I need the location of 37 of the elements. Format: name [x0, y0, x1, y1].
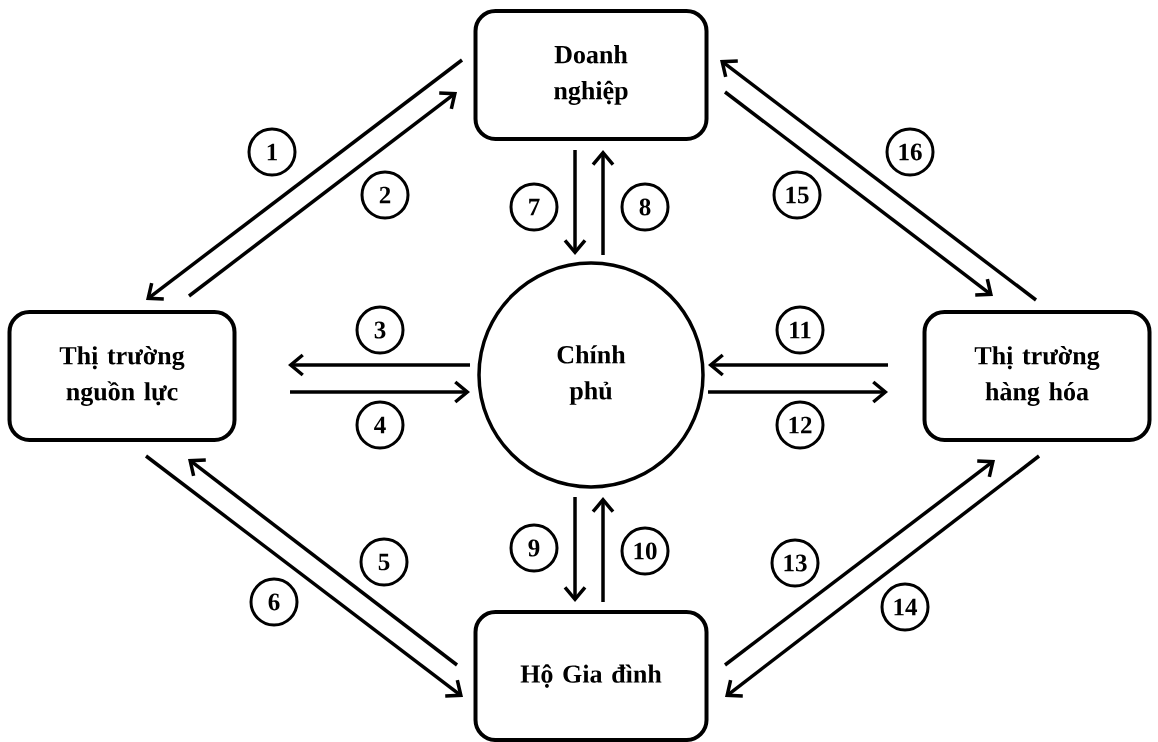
edge-label: 10 — [620, 526, 670, 576]
edge-label: 15 — [772, 170, 822, 220]
arrow — [146, 58, 464, 301]
edge-label: 5 — [359, 537, 409, 587]
arrow — [563, 497, 587, 602]
edge-label: 7 — [509, 182, 559, 232]
edge-label: 3 — [355, 305, 405, 355]
process-box: Thị trường nguồn lực — [7, 310, 237, 442]
arrow — [708, 353, 888, 377]
process-box: Doanh nghiệp — [473, 9, 709, 141]
edge-label: 12 — [775, 400, 825, 450]
edge-label: 16 — [885, 127, 935, 177]
arrow — [290, 380, 470, 404]
arrow — [591, 150, 615, 255]
edge-label: 2 — [360, 170, 410, 220]
arrow — [591, 497, 615, 602]
edge-label: 1 — [247, 127, 297, 177]
edge-label: 14 — [880, 582, 930, 632]
arrow — [187, 91, 457, 298]
process-box: Hộ Gia đình — [473, 610, 709, 742]
arrow — [720, 59, 1038, 302]
arrow — [563, 150, 587, 255]
edge-label: 4 — [355, 400, 405, 450]
arrow — [723, 459, 995, 667]
arrow — [725, 454, 1041, 698]
edge-label: 13 — [770, 538, 820, 588]
edge-label: 6 — [249, 577, 299, 627]
arrow — [144, 454, 463, 698]
arrow — [708, 380, 888, 404]
edge-label: 8 — [620, 182, 670, 232]
process-box: Thị trường hàng hóa — [922, 310, 1152, 442]
edge-label: 9 — [509, 523, 559, 573]
circle-node: Chính phủ — [477, 261, 705, 489]
arrow — [188, 458, 459, 667]
arrow — [723, 90, 993, 297]
arrow — [288, 353, 470, 377]
edge-label: 11 — [775, 305, 825, 355]
